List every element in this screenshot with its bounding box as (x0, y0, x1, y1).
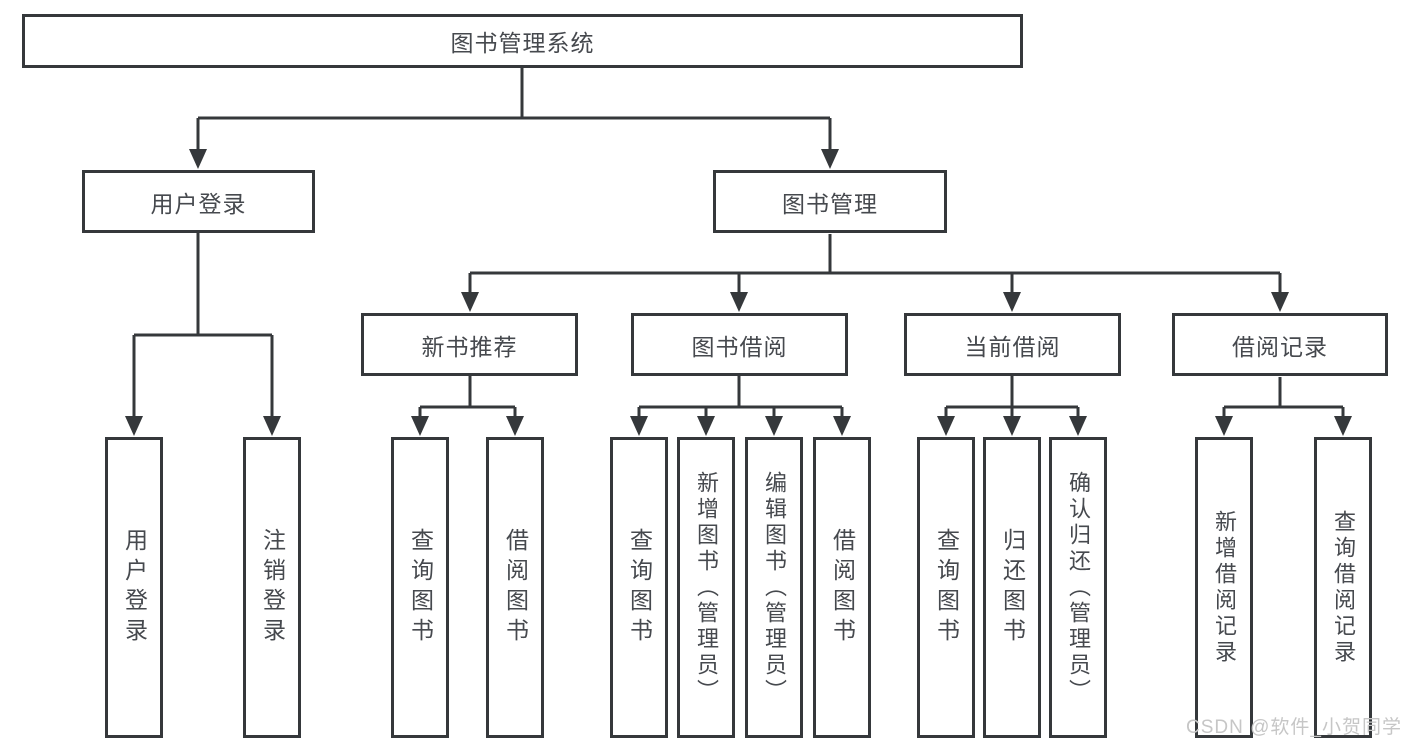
node-return-book: 归还图书 (983, 437, 1041, 738)
node-new-book-recommendation: 新书推荐 (361, 313, 578, 376)
node-label: 新增借阅记录 (1212, 509, 1237, 666)
node-label: 用户登录 (121, 527, 148, 648)
node-borrow-book-recommend: 借阅图书 (486, 437, 544, 738)
node-confirm-return-admin: 确认归还（管理员） (1049, 437, 1107, 738)
node-book-management: 图书管理 (713, 170, 947, 233)
node-label: 图书管理 (782, 190, 878, 217)
node-label: 查询图书 (626, 527, 653, 648)
connector-segments (132, 68, 1345, 420)
node-label: 新增图书（管理员） (694, 470, 719, 705)
node-query-books-borrowing: 查询图书 (610, 437, 668, 738)
watermark-text: CSDN @软件_小贺同学 (1186, 717, 1402, 738)
node-label: 归还图书 (999, 527, 1026, 648)
node-label: 借阅图书 (829, 527, 856, 648)
node-add-book-admin: 新增图书（管理员） (677, 437, 735, 738)
node-query-books-current: 查询图书 (917, 437, 975, 738)
node-label: 编辑图书（管理员） (762, 470, 787, 705)
node-label: 图书管理系统 (450, 30, 595, 56)
node-label: 当前借阅 (964, 333, 1061, 360)
node-label: 借阅记录 (1232, 333, 1328, 360)
node-logout: 注销登录 (243, 437, 301, 738)
node-user-login-leaf: 用户登录 (105, 437, 163, 738)
node-query-books-recommend: 查询图书 (391, 437, 449, 738)
node-book-borrowing: 图书借阅 (631, 313, 848, 376)
node-edit-book-admin: 编辑图书（管理员） (745, 437, 803, 738)
node-label: 确认归还（管理员） (1066, 470, 1091, 705)
node-user-login: 用户登录 (82, 170, 315, 233)
node-borrow-book-borrowing: 借阅图书 (813, 437, 871, 738)
node-label: 查询图书 (407, 527, 434, 648)
node-current-borrowing: 当前借阅 (904, 313, 1121, 376)
node-label: 借阅图书 (502, 527, 529, 648)
node-library-management-system: 图书管理系统 (22, 14, 1023, 68)
node-borrowing-records: 借阅记录 (1172, 313, 1388, 376)
node-label: 查询借阅记录 (1331, 509, 1356, 666)
node-label: 用户登录 (150, 190, 247, 217)
node-label: 查询图书 (933, 527, 960, 648)
node-label: 新书推荐 (421, 333, 518, 360)
node-add-borrow-record: 新增借阅记录 (1195, 437, 1253, 738)
arrowhead-icons (125, 149, 1352, 436)
node-label: 注销登录 (259, 527, 286, 648)
node-query-borrow-record: 查询借阅记录 (1314, 437, 1372, 738)
node-label: 图书借阅 (691, 333, 788, 360)
